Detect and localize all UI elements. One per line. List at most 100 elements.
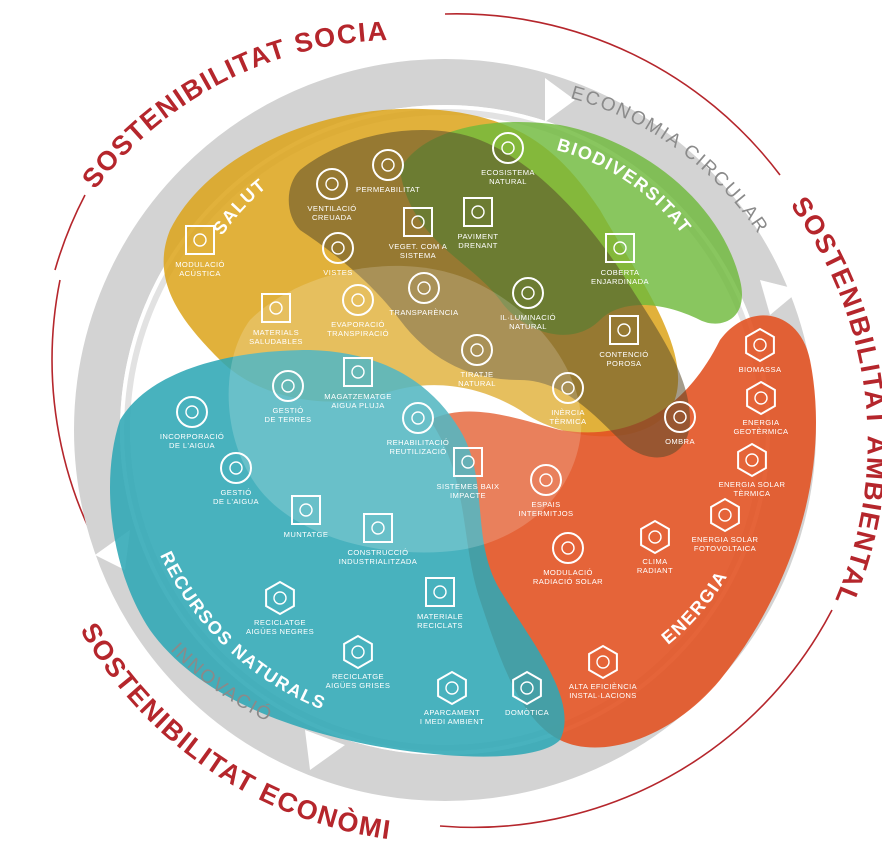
concept-label-line1: ENERGIA SOLAR [692,535,759,544]
concept-label-line1: ENERGIA [743,418,781,427]
concept-label-line1: ENERGIA SOLAR [719,480,786,489]
green-roof-icon [605,233,635,263]
concept-label-line2: DE TERRES [265,415,312,424]
concept-label-line2: NATURAL [489,177,527,186]
concept-label-line1: ESPAIS [531,500,560,509]
concept-item: TRANSPARÈNCIA [389,272,459,317]
concept-label-line2: AIGÜES NEGRES [246,627,314,636]
sound-waves-icon-glyph [193,233,207,247]
rehab-house-icon-glyph [411,411,425,425]
thermometer-icon [461,334,493,366]
dotted-circle-icon [372,149,404,181]
outer-arc-bottom [439,609,833,829]
concept-label-line2: RADIACIÓ SOLAR [533,577,603,586]
outer-arc-top [444,13,781,176]
concept-label-line1: EVAPORACIÓ [331,320,385,329]
ventilation-icon-glyph [325,177,339,191]
assembly-icon-glyph [299,503,313,517]
geothermal-icon-glyph [754,391,768,405]
concept-label-line1: COBERTA [601,268,640,277]
green-roof-icon-glyph [613,241,627,255]
concept-label-line2: RECICLATS [417,621,463,630]
concept-label-line1: CONTENCIÓ [599,350,648,359]
domotics-icon [512,670,542,706]
concept-label-line1: TRANSPARÈNCIA [389,308,459,317]
radiant-climate-icon-glyph [648,530,662,544]
outer-arc-left-top [54,194,86,271]
ring-arrow-top [545,78,575,122]
transparency-icon [408,272,440,304]
biomass-icon [745,327,775,363]
concept-label-line2: INSTAL·LACIONS [569,691,637,700]
black-water-icon [265,580,295,616]
concept-label-line1: SISTEMES BAIX [436,482,499,491]
thermal-inertia-icon [552,372,584,404]
geothermal-icon [746,380,776,416]
solar-thermal-icon [737,442,767,478]
concept-label-line1: MATERIALS [253,328,299,337]
zone-recursos-shape [110,350,565,757]
rain-storage-icon [343,357,373,387]
zone-overlap-dark [288,130,690,458]
concept-label-line2: CREUADA [312,213,352,222]
concept-label-line1: CONSTRUCCIÓ [348,548,409,557]
concept-label-line2: TRANSPIRACIÓ [327,329,389,338]
recycle-icon-glyph [433,585,447,599]
concept-item: BIOMASSA [739,327,782,374]
biomass-icon-glyph [753,338,767,352]
concept-label-line1: MATERIALE [417,612,463,621]
concept-label-line1: IL·LUMINACIÓ [500,313,556,322]
concept-label-line1: VISTES [323,268,352,277]
concept-label-line1: ALTA EFICIÈNCIA [569,682,638,691]
rehab-house-icon [402,402,434,434]
concept-item: MUNTATGE [284,495,328,539]
concept-label-line1: GESTIÓ [220,488,251,497]
concept-label-line1: APARCAMENT [424,708,480,717]
concept-label-line2: ENJARDINADA [591,277,650,286]
concept-label-line1: PERMEABILITAT [356,185,420,194]
concept-label-line2: SALUDABLES [249,337,303,346]
solar-thermal-icon-glyph [745,453,759,467]
concept-label-line1: VENTILACIÓ [307,204,356,213]
ring-arrow-bottom [305,730,345,770]
ring-arrow-right [760,280,800,315]
low-impact-icon [453,447,483,477]
soil-icon-glyph [281,379,295,393]
assembly-icon [291,495,321,525]
low-impact-icon-glyph [461,455,475,469]
grey-water-icon [343,634,373,670]
radiant-climate-icon [640,519,670,555]
solar-radiation-icon-glyph [561,541,575,555]
concept-label-line2: I MEDI AMBIENT [420,717,484,726]
concept-label-line2: RADIANT [637,566,673,575]
shade-icon-glyph [673,410,687,424]
concept-label-line2: REUTILIZACIÓ [389,447,446,456]
ecosystem-icon [492,132,524,164]
ventilation-icon [316,168,348,200]
concept-label-line1: VEGET. COM A [389,242,448,251]
concept-label-line1: INÈRCIA [551,408,585,417]
concept-item: DOMÒTICA [505,670,549,717]
concept-label-line2: DE L'AIGUA [213,497,259,506]
concept-label-line1: RECICLATGE [254,618,306,627]
efficiency-icon [588,644,618,680]
concept-label-line1: CLIMA [642,557,668,566]
eye-icon [322,232,354,264]
dotted-circle-icon-glyph [381,158,395,172]
gear-icon-glyph [371,521,385,535]
photovoltaic-icon-glyph [718,508,732,522]
thermal-inertia-icon-glyph [561,381,575,395]
